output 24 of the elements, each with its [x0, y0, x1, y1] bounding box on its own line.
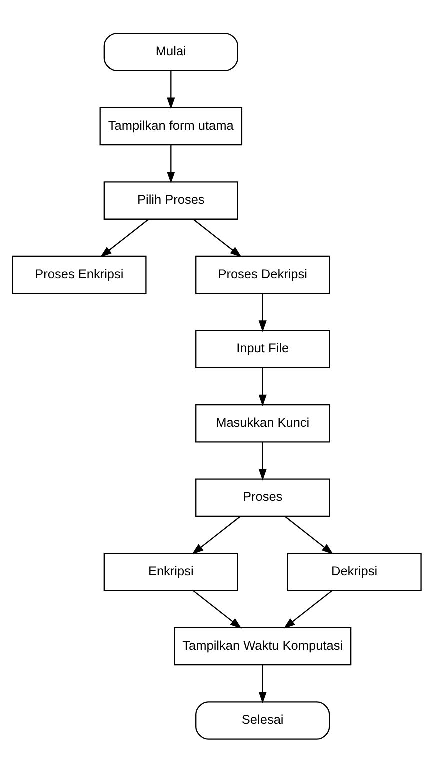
node-box: Selesai	[196, 701, 330, 740]
arrow	[258, 664, 267, 704]
arrow	[258, 293, 267, 332]
arrow	[167, 70, 176, 109]
node-box: Proses Enkripsi	[12, 255, 147, 294]
node-box: Mulai	[104, 32, 238, 71]
arrow	[258, 367, 267, 406]
node-box: Tampilkan form utama	[100, 106, 243, 146]
node-box: Masukkan Kunci	[196, 404, 330, 442]
arrow	[100, 218, 150, 257]
arrow	[192, 516, 242, 554]
node-box: Proses Dekripsi	[196, 255, 330, 294]
arrow	[284, 590, 333, 628]
node-box: Enkripsi	[104, 552, 238, 591]
arrow	[284, 516, 334, 554]
arrow	[167, 144, 176, 184]
arrow	[192, 218, 242, 257]
node-box: Input File	[196, 330, 330, 368]
node-box: Pilih Proses	[104, 181, 238, 220]
arrow	[192, 590, 242, 628]
node-box: Proses	[196, 478, 330, 517]
arrow	[258, 442, 267, 480]
node-box: Dekripsi	[287, 552, 422, 591]
node-box: Tampilkan Waktu Komputasi	[174, 626, 352, 666]
